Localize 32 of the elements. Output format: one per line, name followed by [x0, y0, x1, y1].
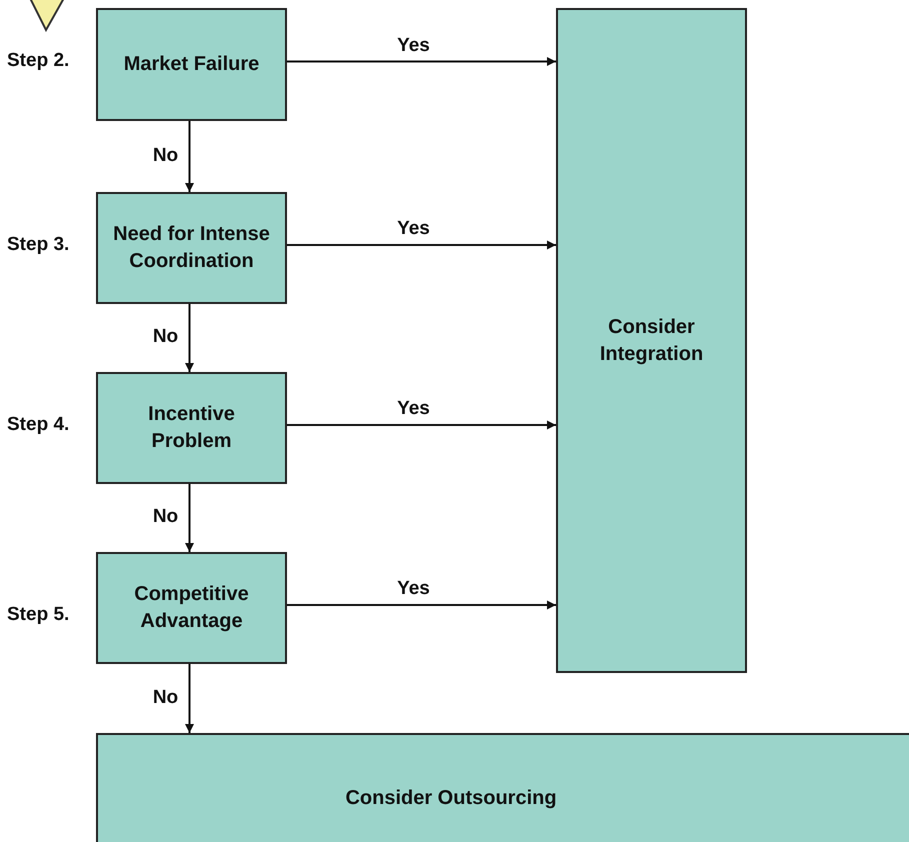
step-label: Step 2. — [7, 50, 70, 72]
process-box — [96, 8, 287, 121]
process-box — [96, 372, 287, 484]
edge-label: Yes — [397, 218, 430, 240]
edge-label: Yes — [397, 34, 430, 56]
step-label: Step 3. — [7, 234, 70, 256]
box-text: Competitive Advantage — [133, 582, 250, 634]
arrow — [287, 600, 556, 610]
process-box — [96, 192, 287, 304]
arrow — [185, 484, 194, 552]
process-box — [96, 552, 287, 664]
arrow — [185, 121, 194, 192]
box-text: Consider Integration — [598, 314, 704, 366]
box-text: Market Failure — [124, 52, 260, 77]
arrow — [287, 420, 556, 430]
arrow — [287, 57, 556, 66]
edge-label: No — [152, 686, 178, 708]
step-label: Step 4. — [7, 414, 70, 436]
arrow — [185, 304, 194, 372]
box-text: Need for Intense Coordination — [112, 222, 271, 274]
edge-label: No — [152, 144, 178, 166]
process-box — [96, 733, 909, 842]
edge-label: Yes — [397, 398, 430, 420]
box-text: Consider Outsourcing — [345, 786, 557, 810]
arrow — [185, 664, 194, 733]
box-text: Incentive Problem — [147, 402, 236, 454]
edge-label: No — [152, 506, 178, 528]
process-box — [556, 8, 747, 673]
arrow — [287, 240, 556, 250]
edge-label: No — [152, 326, 178, 348]
step-label: Step 5. — [7, 604, 70, 626]
edge-label: Yes — [397, 578, 430, 600]
